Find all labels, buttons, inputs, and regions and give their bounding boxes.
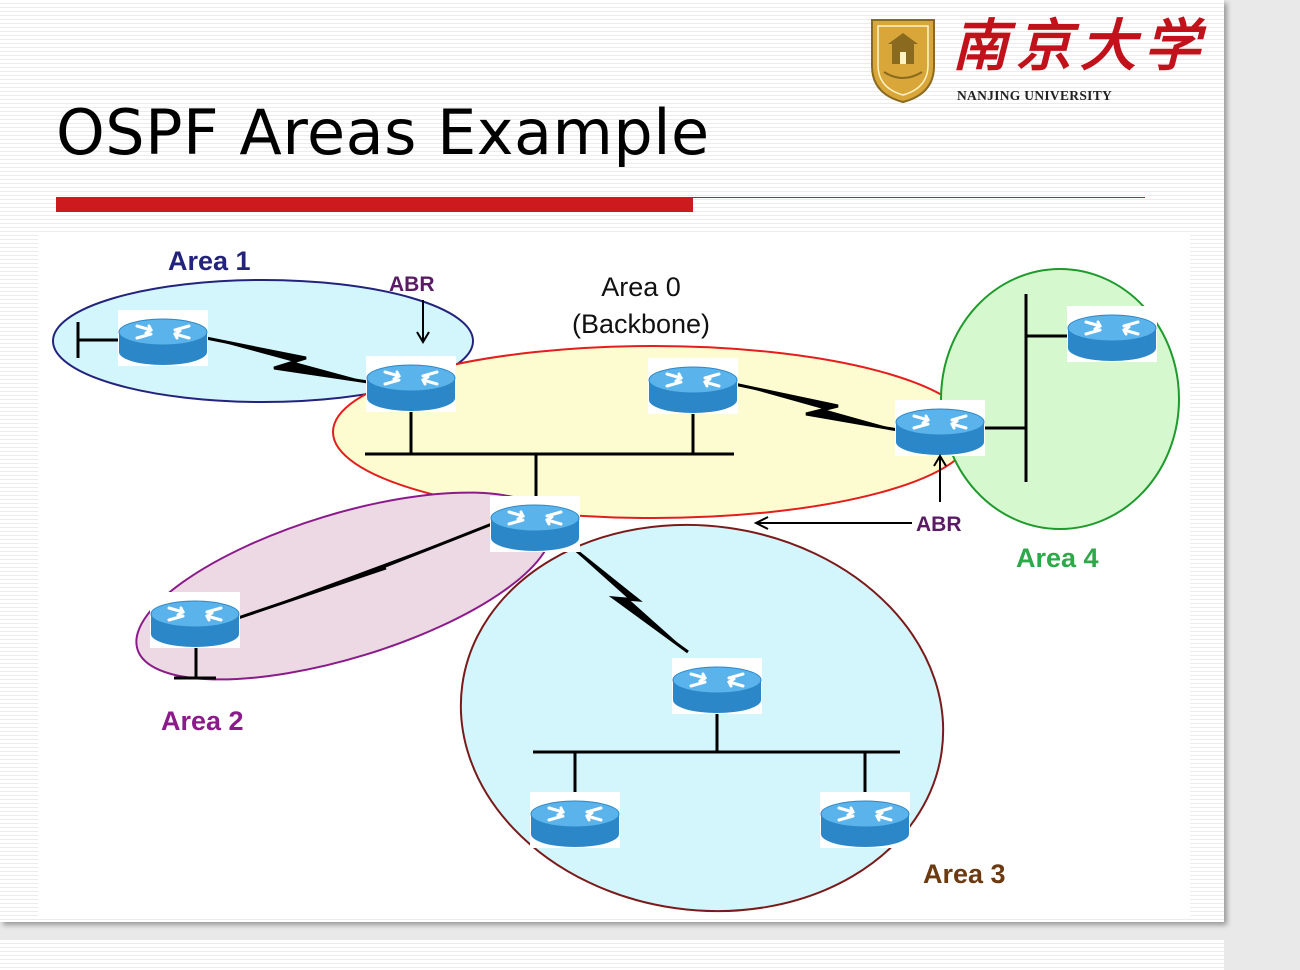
title-underline-bar: [56, 197, 693, 212]
abr-top-arrow: [416, 300, 430, 344]
router-abr-center: [488, 494, 582, 554]
area1-stub-segment: [76, 322, 118, 358]
nanjing-university-seal-icon: [871, 19, 935, 104]
serial-link-area0-area4: [733, 382, 899, 432]
logo-chinese-name: 南京大学: [952, 13, 1208, 79]
router-area2: [148, 590, 242, 650]
area2-label: Area 2: [161, 706, 244, 736]
router-abr-area4: [893, 398, 987, 458]
title-underline-rule: [693, 197, 1145, 198]
router-area0: [646, 356, 740, 416]
serial-link-area1: [205, 336, 369, 384]
router-abr-area1: [364, 354, 458, 414]
router-area3-top: [670, 656, 764, 716]
ospf-areas-diagram: Area 1 Area 0 (Backbone) Area 2 Area 3 A…: [38, 234, 1190, 918]
area2-stub-segment: [174, 644, 216, 680]
serial-link-area2: [237, 522, 493, 620]
router-area4: [1065, 304, 1159, 364]
abr-label-bottom: ABR: [916, 513, 962, 536]
abr-right-arrow: [933, 454, 947, 502]
logo-english-name: NANJING UNIVERSITY: [957, 88, 1113, 103]
area4-label: Area 4: [1016, 543, 1099, 573]
area0-label: Area 0: [601, 272, 681, 302]
network-topology: Area 1 Area 0 (Backbone) Area 2 Area 3 A…: [52, 246, 1180, 913]
area4-ethernet-bus: [983, 294, 1068, 482]
router-area1: [116, 308, 210, 368]
area1-label: Area 1: [168, 246, 251, 276]
area0-sublabel: (Backbone): [572, 309, 710, 339]
abr-left-arrow: [753, 516, 912, 530]
serial-link-area3: [557, 534, 689, 654]
abr-label-top: ABR: [389, 273, 435, 296]
slide: OSPF Areas Example 南京大学 NANJING UNIVERSI…: [0, 0, 1224, 922]
area3-label: Area 3: [923, 859, 1006, 889]
router-area3-left: [528, 790, 622, 850]
slide-title: OSPF Areas Example: [56, 96, 710, 169]
router-area3-right: [818, 790, 912, 850]
next-slide-edge: [0, 940, 1224, 970]
